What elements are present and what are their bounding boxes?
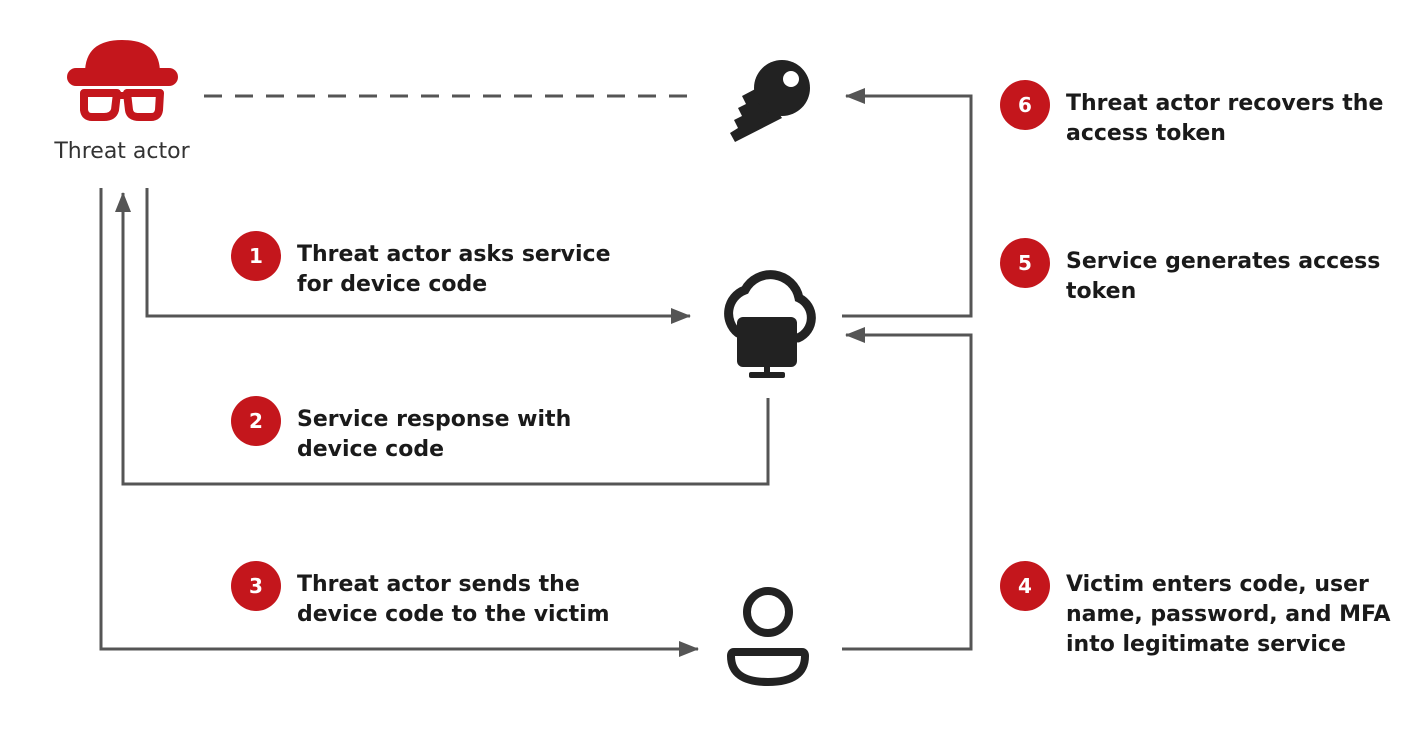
step-badge xyxy=(1000,238,1050,288)
threat-actor-label: Threat actor xyxy=(53,139,190,164)
step-text-line: access token xyxy=(1066,121,1226,146)
step-6: 6 Threat actor recovers the access token xyxy=(1000,80,1383,146)
step-text-line: token xyxy=(1066,279,1136,304)
flow-arrow-step-2 xyxy=(115,192,770,486)
step-number: 2 xyxy=(249,409,263,433)
flow-arrow-step-3 xyxy=(99,188,699,657)
cloud-computer-icon xyxy=(724,270,816,378)
step-text-line: Threat actor asks service xyxy=(297,242,611,267)
hacker-icon xyxy=(67,40,178,121)
glasses-icon xyxy=(80,89,164,121)
flow-arrow-step-1 xyxy=(145,188,691,324)
step-number: 4 xyxy=(1018,574,1032,598)
step-5: 5 Service generates access token xyxy=(1000,238,1380,304)
step-1: 1 Threat actor asks service for device c… xyxy=(231,231,611,297)
step-text-line: device code xyxy=(297,437,444,462)
step-number: 3 xyxy=(249,574,263,598)
step-text-line: Threat actor sends the xyxy=(297,572,580,597)
key-icon xyxy=(730,60,810,142)
step-badge xyxy=(231,561,281,611)
step-4: 4 Victim enters code, user name, passwor… xyxy=(1000,561,1391,657)
step-number: 1 xyxy=(249,244,263,268)
step-3: 3 Threat actor sends the device code to … xyxy=(231,561,610,627)
step-number: 5 xyxy=(1018,251,1032,275)
step-text-line: Service response with xyxy=(297,407,571,432)
step-text-line: name, password, and MFA xyxy=(1066,602,1391,627)
user-icon xyxy=(727,587,809,686)
step-text-line: for device code xyxy=(297,272,487,297)
step-text-line: Threat actor recovers the xyxy=(1066,91,1383,116)
step-badge xyxy=(1000,561,1050,611)
step-text-line: Service generates access xyxy=(1066,249,1380,274)
flow-arrow-step-4 xyxy=(842,327,973,651)
step-text-line: device code to the victim xyxy=(297,602,610,627)
step-text-line: into legitimate service xyxy=(1066,632,1346,657)
step-text-line: Victim enters code, user xyxy=(1066,572,1369,597)
step-badge xyxy=(231,396,281,446)
step-number: 6 xyxy=(1018,93,1032,117)
step-badge xyxy=(231,231,281,281)
step-2: 2 Service response with device code xyxy=(231,396,571,462)
flow-arrow-step-5-6 xyxy=(842,88,973,318)
step-badge xyxy=(1000,80,1050,130)
